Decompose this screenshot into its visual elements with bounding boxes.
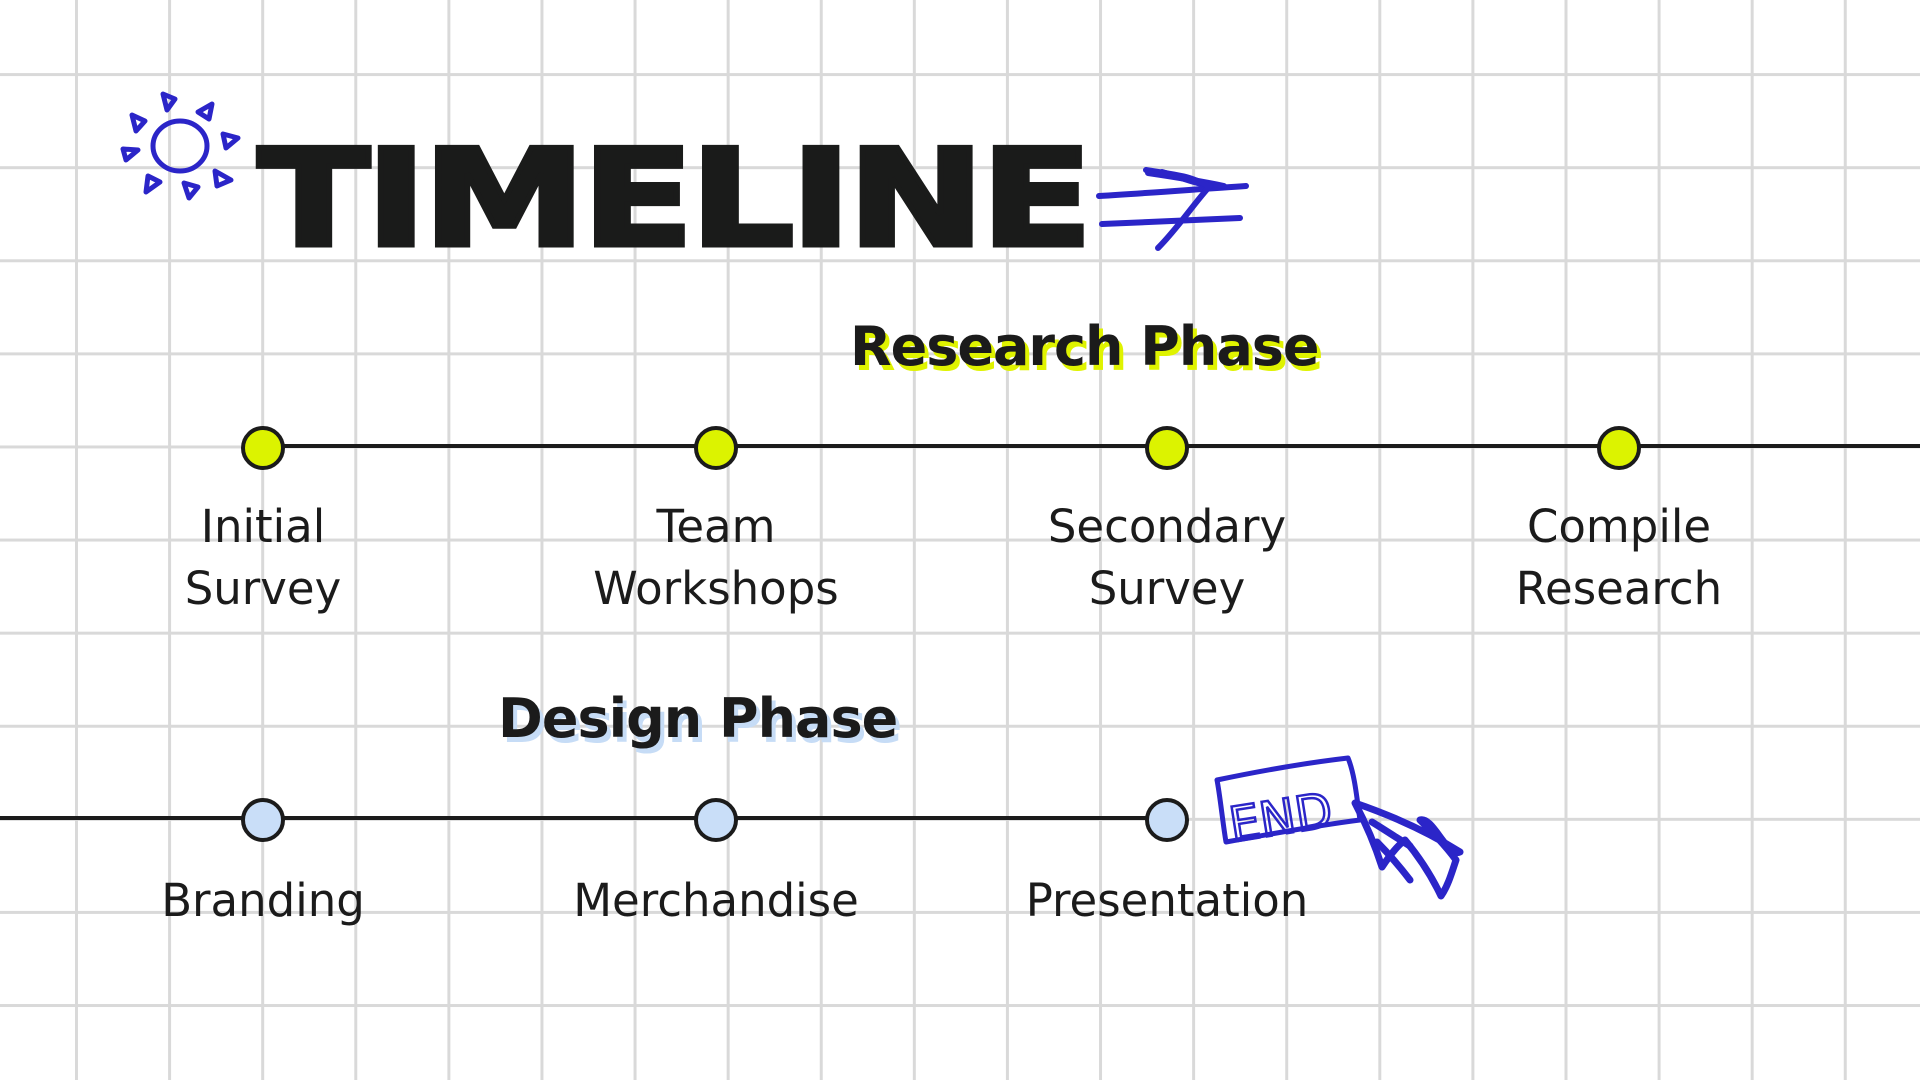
design-timeline-line xyxy=(0,816,1167,820)
milestone-label-line: Secondary xyxy=(1047,500,1287,553)
research-phase-title: Research Phase xyxy=(850,315,1320,378)
research-milestone-node xyxy=(241,426,285,470)
milestone-label-line: Research xyxy=(1515,562,1723,615)
design-milestone-node xyxy=(241,798,285,842)
design-milestone-label: Branding xyxy=(98,870,428,932)
sun-icon xyxy=(120,91,241,201)
research-milestone-label: Compile Research xyxy=(1454,496,1784,620)
design-milestone-node xyxy=(1145,798,1189,842)
milestone-label-line: Survey xyxy=(184,562,342,615)
milestone-label-line: Workshops xyxy=(593,562,839,615)
research-milestone-node xyxy=(1597,426,1641,470)
milestone-label-line: Compile xyxy=(1526,500,1712,553)
cursor-arrow-icon xyxy=(1351,799,1464,900)
milestone-label-line: Team xyxy=(656,500,776,553)
end-label: END xyxy=(1226,782,1337,853)
research-milestone-node xyxy=(694,426,738,470)
end-stamp-icon: END xyxy=(1214,755,1363,855)
research-milestone-node xyxy=(1145,426,1189,470)
double-arrow-icon xyxy=(1096,167,1249,251)
page-title: TIMELINE xyxy=(255,121,1096,277)
milestone-label-line: Initial xyxy=(200,500,326,553)
milestone-label-line: Survey xyxy=(1088,562,1246,615)
design-milestone-node xyxy=(694,798,738,842)
milestone-label-line: Merchandise xyxy=(573,874,859,927)
milestone-label-line: Presentation xyxy=(1025,874,1309,927)
milestone-label-line: Branding xyxy=(161,874,365,927)
design-milestone-label: Merchandise xyxy=(551,870,881,932)
design-milestone-label: Presentation xyxy=(1002,870,1332,932)
research-timeline-line xyxy=(263,444,1920,448)
research-milestone-label: Team Workshops xyxy=(551,496,881,620)
research-milestone-label: Initial Survey xyxy=(98,496,428,620)
research-milestone-label: Secondary Survey xyxy=(1002,496,1332,620)
design-phase-title: Design Phase xyxy=(498,687,898,750)
